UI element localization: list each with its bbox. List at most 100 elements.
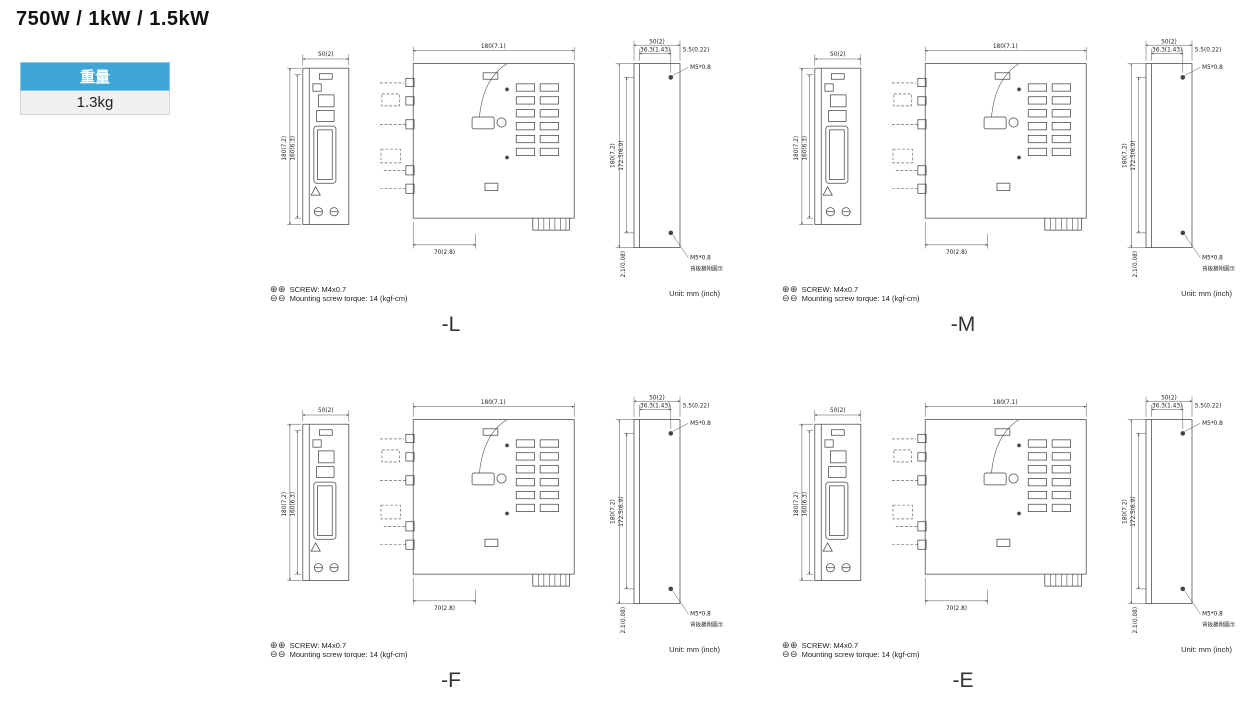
torque-note: Mounting screw torque: 14 (kgf-cm) (801, 294, 920, 303)
dim-side-width: 180(7.1) (481, 44, 506, 50)
screw-head-icons: ⊕ ⊕ ⊖ ⊖ (270, 284, 286, 303)
torque-note: Mounting screw torque: 14 (kgf-cm) (289, 650, 408, 659)
torque-note: Mounting screw torque: 14 (kgf-cm) (289, 294, 408, 303)
callout-screw-top: M5*0.8 (690, 421, 711, 427)
dim-front-height-inner: 160(6.3) (803, 136, 809, 161)
callout-screw-top: M5*0.8 (690, 65, 711, 71)
screw-notes: SCREW: M4x0.7 Mounting screw torque: 14 … (802, 285, 920, 303)
callout-screw-top: M5*0.8 (1202, 65, 1223, 71)
dim-front-height-outer: 180(7.2) (282, 136, 288, 161)
drive-three-views (287, 41, 688, 258)
dim-rear-thickness: 2.1(0.08) (621, 607, 627, 634)
panel-variant-l: 50(2) 180(7.2) 160(6.3) 180(7.1) 70(2.8)… (266, 36, 726, 337)
dim-rear-edge-offset: 5.5(0.22) (1195, 48, 1222, 54)
variant-label: -F (441, 669, 461, 692)
unit-note: Unit: mm (inch) (1181, 289, 1232, 298)
screw-head-icons: ⊕ ⊕ ⊖ ⊖ (782, 641, 798, 659)
callout-screw-bottom: M5*0.8 (1202, 612, 1223, 618)
variant-label: -E (952, 669, 974, 692)
rear-plate-note: 背板鎖附圖示 (1202, 621, 1236, 629)
dim-rear-height-outer: 180(7.2) (1123, 143, 1129, 168)
dim-rear-hole-offset: 36.3(1.43) (1152, 48, 1182, 54)
dim-front-height-outer: 180(7.2) (282, 492, 288, 517)
screw-head-icons: ⊕ ⊕ ⊖ ⊖ (782, 284, 798, 303)
dim-rear-height-inner: 172.5(6.9) (1131, 140, 1137, 170)
dim-rear-edge-offset: 5.5(0.22) (1195, 404, 1222, 410)
slot-screw-icon: ⊖ ⊖ (782, 649, 798, 659)
slot-screw-icon: ⊖ ⊖ (270, 649, 286, 659)
callout-screw-bottom: M5*0.8 (1202, 256, 1223, 262)
dimension-drawing: 50(2) 180(7.2) 160(6.3) 180(7.1) 70(2.8)… (794, 395, 1236, 634)
dim-rear-width: 50(2) (649, 39, 665, 45)
dim-rear-thickness: 2.1(0.08) (1133, 251, 1139, 278)
dim-rear-height-outer: 180(7.2) (1123, 499, 1129, 524)
dim-side-bottom: 70(2.8) (434, 250, 455, 256)
dim-front-height-outer: 180(7.2) (794, 136, 800, 161)
dimension-drawing: 50(2) 180(7.2) 160(6.3) 180(7.1) 70(2.8)… (794, 39, 1236, 278)
callout-screw-bottom: M5*0.8 (690, 256, 711, 262)
dim-side-width: 180(7.1) (993, 400, 1018, 406)
dim-front-height-inner: 160(6.3) (291, 136, 297, 161)
rear-plate-note: 背板鎖附圖示 (690, 265, 724, 273)
weight-badge: 重量 1.3kg (20, 62, 170, 115)
drive-three-views (799, 41, 1200, 258)
panel-notes: ⊕ ⊕ ⊖ ⊖ SCREW: M4x0.7 Mounting screw tor… (778, 284, 1234, 304)
weight-value: 1.3kg (20, 91, 170, 115)
screw-notes: SCREW: M4x0.7 Mounting screw torque: 14 … (290, 641, 408, 659)
weight-label: 重量 (20, 62, 170, 91)
cross-screw-icon: ⊕ ⊕ (270, 640, 286, 650)
dim-rear-width: 50(2) (1161, 395, 1177, 401)
rear-plate-note: 背板鎖附圖示 (1202, 265, 1236, 273)
panel-variant-m: 50(2) 180(7.2) 160(6.3) 180(7.1) 70(2.8)… (778, 36, 1238, 337)
dim-front-height-inner: 160(6.3) (291, 492, 297, 517)
dim-side-width: 180(7.1) (481, 400, 506, 406)
dim-side-width: 180(7.1) (993, 44, 1018, 50)
unit-note: Unit: mm (inch) (1181, 645, 1232, 654)
rear-plate-note: 背板鎖附圖示 (690, 621, 724, 629)
dim-rear-width: 50(2) (1161, 39, 1177, 45)
dim-rear-edge-offset: 5.5(0.22) (683, 404, 710, 410)
dim-front-width: 50(2) (830, 52, 846, 58)
dim-front-width: 50(2) (830, 408, 846, 414)
dim-side-bottom: 70(2.8) (946, 606, 967, 612)
dimension-drawing: 50(2) 180(7.2) 160(6.3) 180(7.1) 70(2.8)… (282, 39, 724, 278)
callout-screw-bottom: M5*0.8 (690, 612, 711, 618)
dim-front-width: 50(2) (318, 52, 334, 58)
dim-rear-height-outer: 180(7.2) (611, 499, 617, 524)
dimension-drawing: 50(2) 180(7.2) 160(6.3) 180(7.1) 70(2.8)… (282, 395, 724, 634)
panel-notes: ⊕ ⊕ ⊖ ⊖ SCREW: M4x0.7 Mounting screw tor… (266, 640, 722, 660)
variant-label: -L (441, 313, 461, 336)
screw-spec-note: SCREW: M4x0.7 (289, 285, 347, 294)
slot-screw-icon: ⊖ ⊖ (270, 293, 286, 303)
screw-spec-note: SCREW: M4x0.7 (801, 285, 859, 294)
drive-three-views (287, 397, 688, 614)
dim-front-height-inner: 160(6.3) (803, 492, 809, 517)
panel-variant-e: 50(2) 180(7.2) 160(6.3) 180(7.1) 70(2.8)… (778, 392, 1238, 693)
dim-rear-thickness: 2.1(0.08) (1133, 607, 1139, 634)
screw-spec-note: SCREW: M4x0.7 (289, 641, 347, 650)
dim-side-bottom: 70(2.8) (946, 250, 967, 256)
screw-notes: SCREW: M4x0.7 Mounting screw torque: 14 … (802, 641, 920, 659)
dim-rear-height-outer: 180(7.2) (611, 143, 617, 168)
cross-screw-icon: ⊕ ⊕ (270, 284, 286, 294)
unit-note: Unit: mm (inch) (669, 289, 720, 298)
cross-screw-icon: ⊕ ⊕ (782, 284, 798, 294)
page-title: 750W / 1kW / 1.5kW (16, 8, 210, 30)
drive-three-views (799, 397, 1200, 614)
dim-rear-hole-offset: 36.3(1.43) (640, 48, 670, 54)
dim-front-height-outer: 180(7.2) (794, 492, 800, 517)
variant-label: -M (950, 313, 976, 336)
dim-rear-hole-offset: 36.3(1.43) (640, 404, 670, 410)
screw-notes: SCREW: M4x0.7 Mounting screw torque: 14 … (290, 285, 408, 303)
unit-note: Unit: mm (inch) (669, 645, 720, 654)
dim-rear-thickness: 2.1(0.08) (621, 251, 627, 278)
panel-notes: ⊕ ⊕ ⊖ ⊖ SCREW: M4x0.7 Mounting screw tor… (778, 641, 1234, 660)
panel-notes: ⊕ ⊕ ⊖ ⊖ SCREW: M4x0.7 Mounting screw tor… (266, 284, 722, 304)
dim-front-width: 50(2) (318, 408, 334, 414)
torque-note: Mounting screw torque: 14 (kgf-cm) (801, 650, 920, 659)
dim-rear-edge-offset: 5.5(0.22) (683, 48, 710, 54)
screw-spec-note: SCREW: M4x0.7 (801, 641, 859, 650)
dim-side-bottom: 70(2.8) (434, 606, 455, 612)
dim-rear-width: 50(2) (649, 395, 665, 401)
